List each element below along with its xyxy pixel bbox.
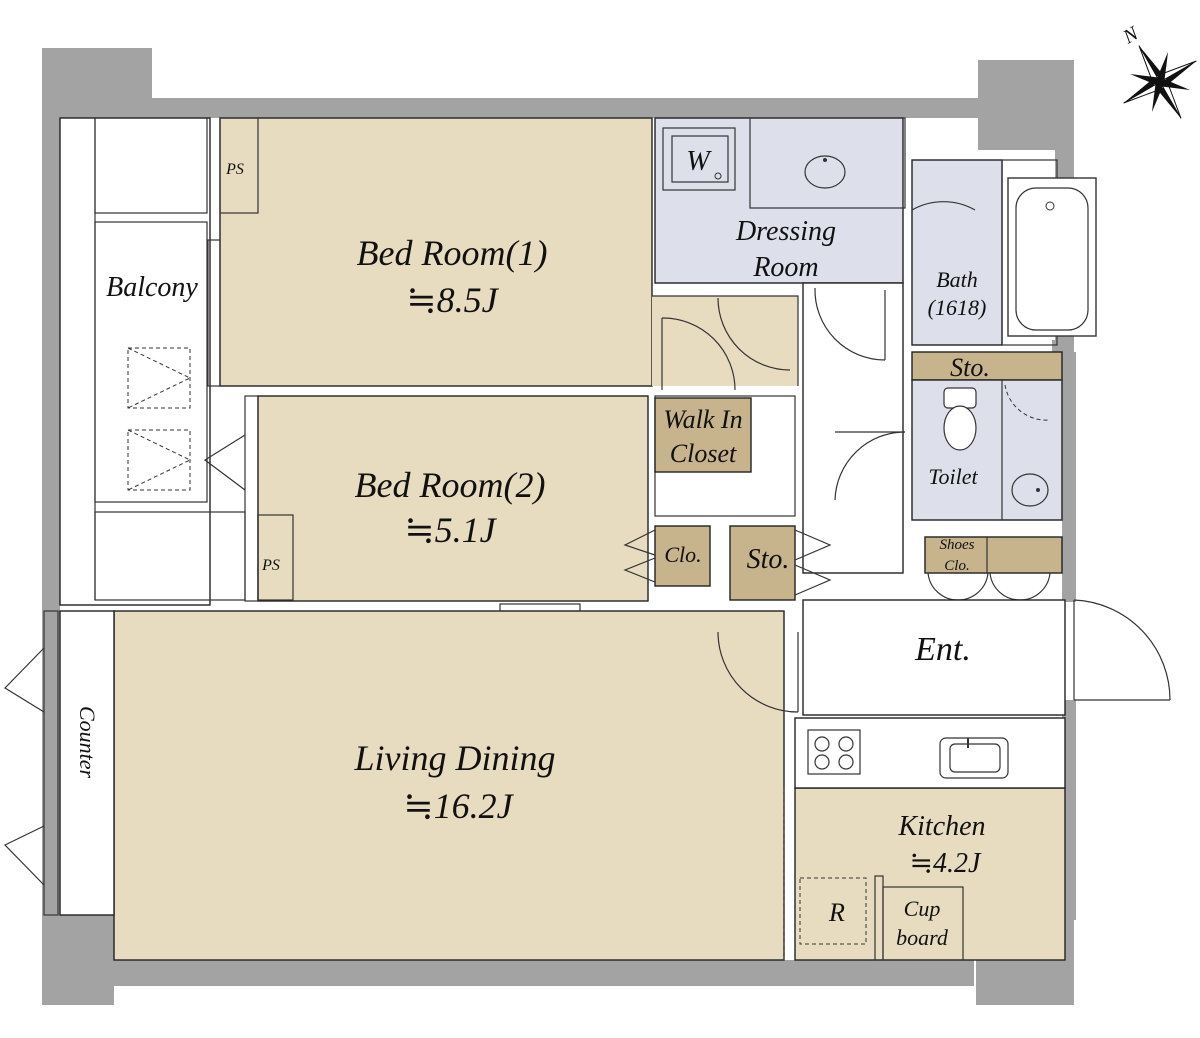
storage-shelf [911,351,1063,381]
living-name: Living Dining [353,738,555,778]
toilet-icon [943,387,977,451]
walkin-line1: Walk In [663,405,742,434]
air-conditioner-unit [127,429,192,491]
cupboard-line1: Cup [904,896,941,921]
counter-name: Counter [75,706,100,779]
balcony-area [59,117,246,606]
hallway-floor [802,282,904,574]
sink-icon [804,155,846,189]
living-dining-floor [113,610,785,961]
sto-label: Sto. [950,353,990,382]
counter-strip [59,610,115,916]
cupboard-line2: board [896,925,949,950]
toilet-name: Toilet [928,464,978,489]
entrance-name: Ent. [914,631,971,668]
compass-north-label: N [1119,22,1144,49]
clo-closet [654,525,711,587]
shoes-closet [924,536,1063,574]
shoes-line2: Clo. [944,558,969,574]
shoes-line1: Shoes [940,537,975,553]
stove-icon [807,729,861,775]
compass-icon [1123,45,1197,119]
sto-closet [729,525,796,601]
air-conditioner-unit [127,347,192,409]
entrance-floor [802,599,1066,716]
kitchen-floor [794,787,1066,961]
bedroom2-area: ≒5.1J [404,510,497,550]
walkin-closet-label-box [654,397,752,473]
sto-label: Sto. [747,544,790,575]
washer-label: W [686,146,712,177]
bedroom1-area: ≒8.5J [406,280,499,320]
living-area: ≒16.2J [403,786,514,826]
fridge-box [799,877,867,945]
ps-label: PS [225,161,244,178]
bathtub-icon [1007,177,1097,337]
hand-sink-icon [1011,473,1049,507]
bath-line2: (1618) [928,295,987,320]
ps-label: PS [261,557,280,574]
kitchen-sink-icon [939,737,1009,779]
bedroom1-floor-ext [652,296,798,386]
fridge-label: R [828,898,845,927]
ps-shaft [219,117,259,214]
cupboard-box [882,886,964,961]
kitchen-area: ≒4.2J [910,848,982,879]
bath-line1: Bath [936,267,978,292]
bedroom1-name: Bed Room(1) [357,233,548,273]
balcony-name: Balcony [106,272,198,303]
washer-pan [662,127,736,191]
walkin-line2: Closet [670,439,737,468]
toilet-floor [911,379,1063,521]
dressing-room-floor [654,117,904,284]
kitchen-name: Kitchen [897,811,985,842]
bedroom1-floor [219,117,653,387]
entrance-door [1073,599,1171,701]
dressing-line2: Room [752,252,818,283]
bedroom2-floor [257,395,649,602]
clo-label: Clo. [664,542,701,567]
dressing-line1: Dressing [735,216,836,247]
bedroom2-name: Bed Room(2) [355,465,546,505]
